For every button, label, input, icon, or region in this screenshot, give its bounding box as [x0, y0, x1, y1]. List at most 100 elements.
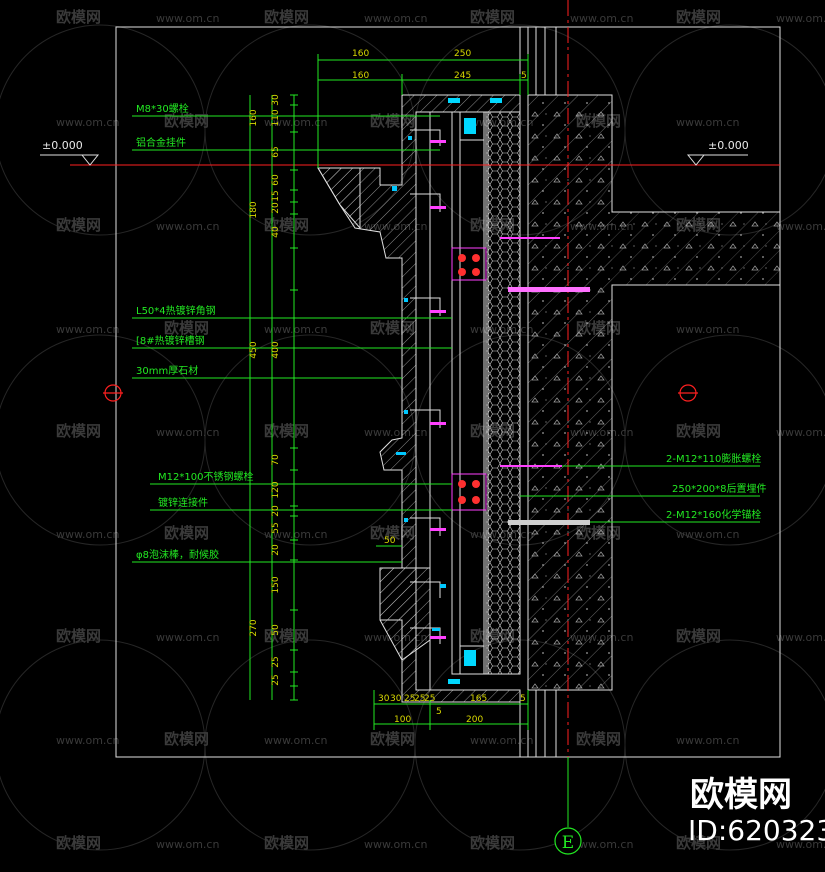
dim-vertical-inner: 20	[271, 505, 281, 517]
watermark-site: www.om.cn	[264, 528, 327, 541]
leader-lines	[132, 115, 760, 563]
level-right: ±0.000	[708, 139, 749, 152]
watermark-brand: 欧模网	[676, 834, 721, 852]
watermark-brand: 欧模网	[164, 730, 209, 748]
watermark-brand: 欧模网	[56, 834, 101, 852]
watermark-site: www.om.cn	[56, 323, 119, 336]
stone-cladding	[317, 94, 521, 703]
watermark-brand: 欧模网	[56, 216, 101, 234]
watermark-site: www.om.cn	[56, 734, 119, 747]
keel-markers	[448, 98, 502, 684]
dim-vertical-inner: 25	[271, 674, 281, 685]
watermark-site: www.om.cn	[776, 220, 825, 233]
watermark-site: www.om.cn	[776, 838, 825, 851]
dim-bottom-200: 200	[466, 715, 483, 725]
watermark-site: www.om.cn	[364, 12, 427, 25]
vertical-dimension-ticks	[290, 94, 298, 701]
watermark-brand: 欧模网	[264, 422, 309, 440]
watermark-site: www.om.cn	[264, 323, 327, 336]
dim-vertical-inner: 25	[271, 656, 281, 667]
dim-vertical-outer: 270	[249, 619, 259, 636]
dim-vertical-inner: 150	[271, 576, 281, 593]
watermark-brand: 欧模网	[164, 524, 209, 542]
watermark-brand: 欧模网	[0, 112, 1, 130]
dim-bottom-row1: 30	[378, 694, 390, 704]
insulation-layer	[485, 111, 521, 675]
watermark-brand: 欧模网	[676, 8, 721, 26]
label-m12-bolt: M12*100不锈钢螺栓	[158, 470, 253, 483]
dim-bottom-row1: 5	[520, 694, 526, 704]
dim-bottom-row1: 30	[390, 694, 402, 704]
dim-vertical-inner: 55	[271, 522, 281, 533]
bracket-bolts	[430, 140, 446, 639]
watermark-brand: 欧模网	[264, 216, 309, 234]
label-expansion-bolt: 2-M12*110膨胀螺栓	[666, 452, 761, 465]
dim-vertical-inner: 50	[271, 624, 281, 636]
right-labels: 2-M12*110膨胀螺栓 250*200*8后置埋件 2-M12*160化学锚…	[666, 452, 767, 521]
sealant-markers	[392, 136, 446, 631]
dim-vertical-inner: 65	[271, 146, 281, 157]
dim-vertical-inner: 30	[271, 94, 281, 106]
watermark-site: www.om.cn	[570, 12, 633, 25]
axis-marker-label: E	[562, 833, 574, 853]
watermark-brand: 欧模网	[470, 8, 515, 26]
label-chemical-anchor: 2-M12*160化学锚栓	[666, 508, 761, 521]
dim-top-245: 245	[454, 71, 471, 81]
watermark-brand: 欧模网	[0, 524, 1, 542]
dim-top-250: 250	[454, 49, 471, 59]
dim-small: 50	[384, 536, 396, 546]
left-labels: M8*30螺栓 铝合金挂件 L50*4热镀锌角钢 [8#热镀锌槽钢 30mm厚石…	[136, 102, 253, 561]
dim-vertical-inner: 70	[271, 454, 281, 466]
concrete-structure	[527, 94, 781, 691]
label-stone: 30mm厚石材	[136, 364, 198, 377]
watermark-site: www.om.cn	[676, 323, 739, 336]
dim-bottom-row1: 25	[414, 694, 425, 704]
label-channel-steel: [8#热镀锌槽钢	[136, 334, 205, 347]
dim-vertical-inner: 400	[271, 341, 281, 358]
drawing-frame	[115, 26, 781, 758]
dim-vertical-inner: 15	[271, 190, 281, 201]
dim-vertical-inner: 120	[271, 481, 281, 498]
dim-bottom-100: 100	[394, 715, 411, 725]
dim-top-5: 5	[521, 71, 527, 81]
watermark-site: www.om.cn	[264, 734, 327, 747]
watermark-site: www.om.cn	[676, 528, 739, 541]
watermark-brand: 欧模网	[56, 422, 101, 440]
watermark-site: www.om.cn	[776, 426, 825, 439]
watermark-brand: 欧模网	[576, 730, 621, 748]
bottom-dimension-lines	[373, 690, 529, 730]
watermark-site: www.om.cn	[364, 838, 427, 851]
watermark-site: www.om.cn	[156, 12, 219, 25]
watermark-site: www.om.cn	[570, 838, 633, 851]
level-line	[40, 154, 780, 166]
watermark-site: www.om.cn	[156, 220, 219, 233]
label-aluminum-hanger: 铝合金挂件	[136, 136, 186, 149]
dim-vertical-outer: 180	[249, 201, 259, 218]
watermark-site: www.om.cn	[56, 116, 119, 129]
steel-keel	[451, 111, 489, 675]
label-foam-rod: φ8泡沫棒，耐候胶	[136, 548, 219, 561]
dim-bottom-row1: 165	[470, 694, 487, 704]
watermark-brand: 欧模网	[164, 319, 209, 337]
watermark-brand: 欧模网	[264, 8, 309, 26]
level-left: ±0.000	[42, 139, 83, 152]
watermark-brand: 欧模网	[264, 834, 309, 852]
watermark-brand: 欧模网	[56, 8, 101, 26]
dim-top-160b: 160	[352, 71, 369, 81]
watermark-site: www.om.cn	[676, 734, 739, 747]
dim-bottom-row1: 25	[424, 694, 435, 704]
watermark-site: www.om.cn	[156, 838, 219, 851]
brand-logo-text: 欧模网	[690, 775, 792, 815]
watermark-site: www.om.cn	[156, 426, 219, 439]
watermark-site: www.om.cn	[470, 734, 533, 747]
label-connector: 镀锌连接件	[158, 496, 208, 509]
watermark-site: www.om.cn	[264, 116, 327, 129]
dim-vertical-outer: 160	[249, 109, 259, 126]
section-marks	[103, 384, 698, 402]
dim-top-160a: 160	[352, 49, 369, 59]
dim-vertical-inner: 60	[271, 174, 281, 186]
watermark-site: www.om.cn	[776, 631, 825, 644]
